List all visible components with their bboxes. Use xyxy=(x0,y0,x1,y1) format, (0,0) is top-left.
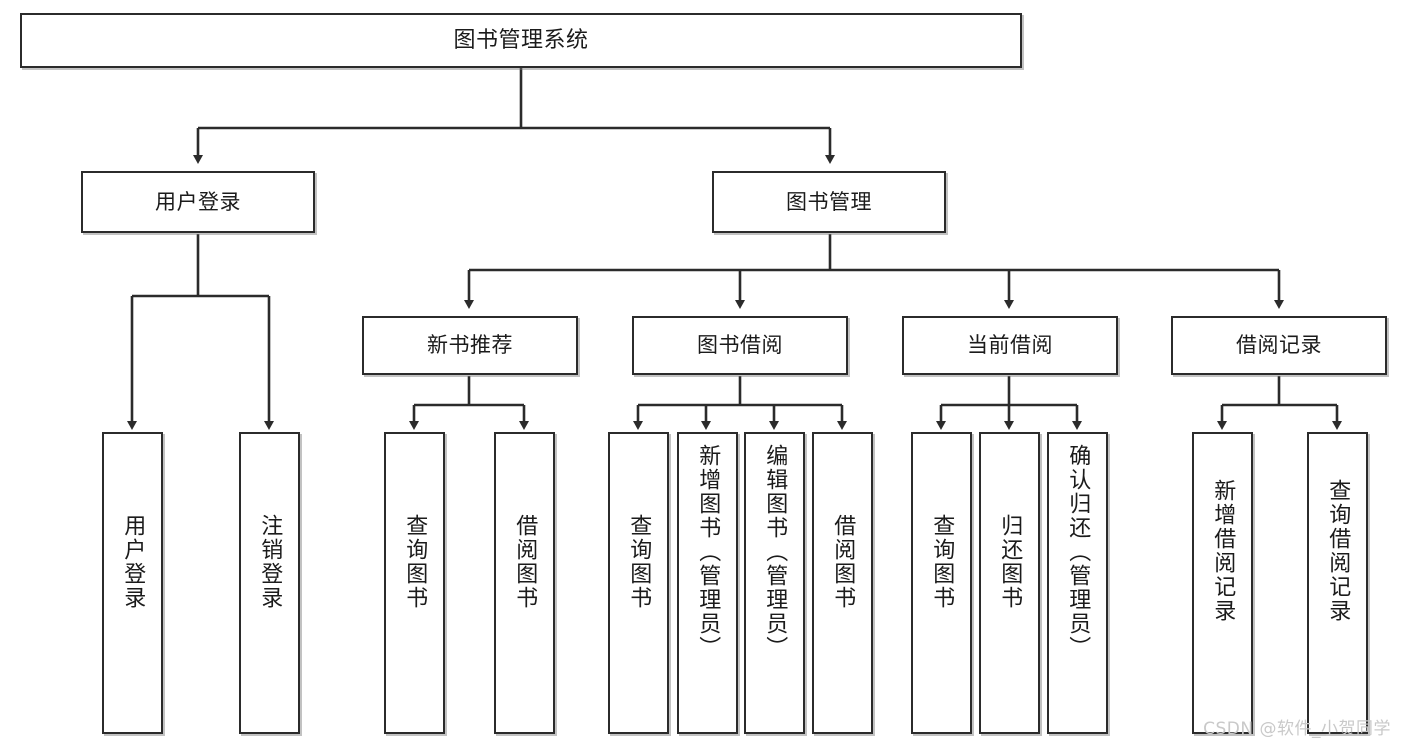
node-book-manage[interactable]: 图书管理 xyxy=(712,171,946,233)
node-leaf-user-login[interactable]: 用户登录 xyxy=(102,432,163,734)
node-leaf-return-book[interactable]: 归还图书 xyxy=(979,432,1040,734)
node-root-system-label: 图书管理系统 xyxy=(453,27,589,53)
node-leaf-query-book-borrow-label: 查询图书 xyxy=(626,514,652,610)
node-leaf-logout[interactable]: 注销登录 xyxy=(239,432,300,734)
node-borrow-record-label: 借阅记录 xyxy=(1236,333,1322,358)
node-book-borrow-label: 图书借阅 xyxy=(697,333,783,358)
node-leaf-confirm-return-admin[interactable]: 确认归还（管理员） xyxy=(1047,432,1108,734)
node-leaf-query-book-borrow[interactable]: 查询图书 xyxy=(608,432,669,734)
node-new-book-recommend-label: 新书推荐 xyxy=(427,333,513,358)
node-leaf-borrow-book-label: 借阅图书 xyxy=(830,514,856,610)
node-leaf-borrow-book-recommend[interactable]: 借阅图书 xyxy=(494,432,555,734)
node-new-book-recommend[interactable]: 新书推荐 xyxy=(362,316,578,375)
node-current-borrow[interactable]: 当前借阅 xyxy=(902,316,1118,375)
node-leaf-return-book-label: 归还图书 xyxy=(997,514,1023,610)
node-leaf-add-borrow-record-label: 新增借阅记录 xyxy=(1210,479,1236,623)
node-borrow-record[interactable]: 借阅记录 xyxy=(1171,316,1387,375)
node-book-borrow[interactable]: 图书借阅 xyxy=(632,316,848,375)
node-user-login[interactable]: 用户登录 xyxy=(81,171,315,233)
node-leaf-query-borrow-record[interactable]: 查询借阅记录 xyxy=(1307,432,1368,734)
node-book-manage-label: 图书管理 xyxy=(786,189,872,214)
node-leaf-add-borrow-record[interactable]: 新增借阅记录 xyxy=(1192,432,1253,734)
node-leaf-query-book-recommend[interactable]: 查询图书 xyxy=(384,432,445,734)
node-leaf-add-book-admin[interactable]: 新增图书（管理员） xyxy=(677,432,738,734)
node-leaf-query-book-recommend-label: 查询图书 xyxy=(402,514,428,610)
node-leaf-edit-book-admin[interactable]: 编辑图书（管理员） xyxy=(744,432,805,734)
node-leaf-query-borrow-record-label: 查询借阅记录 xyxy=(1325,479,1351,623)
node-leaf-confirm-return-admin-label: 确认归还（管理员） xyxy=(1065,444,1091,660)
node-leaf-query-book-current[interactable]: 查询图书 xyxy=(911,432,972,734)
node-user-login-label: 用户登录 xyxy=(155,189,241,214)
node-leaf-edit-book-admin-label: 编辑图书（管理员） xyxy=(762,444,788,660)
csdn-watermark: CSDN @软件_小贺同学 xyxy=(1203,719,1391,739)
node-leaf-borrow-book[interactable]: 借阅图书 xyxy=(812,432,873,734)
node-leaf-query-book-current-label: 查询图书 xyxy=(929,514,955,610)
node-leaf-borrow-book-recommend-label: 借阅图书 xyxy=(512,514,538,610)
node-leaf-add-book-admin-label: 新增图书（管理员） xyxy=(695,444,721,660)
node-root-system[interactable]: 图书管理系统 xyxy=(20,13,1022,68)
node-leaf-logout-label: 注销登录 xyxy=(257,514,283,610)
node-current-borrow-label: 当前借阅 xyxy=(967,333,1053,358)
node-leaf-user-login-label: 用户登录 xyxy=(120,514,146,610)
